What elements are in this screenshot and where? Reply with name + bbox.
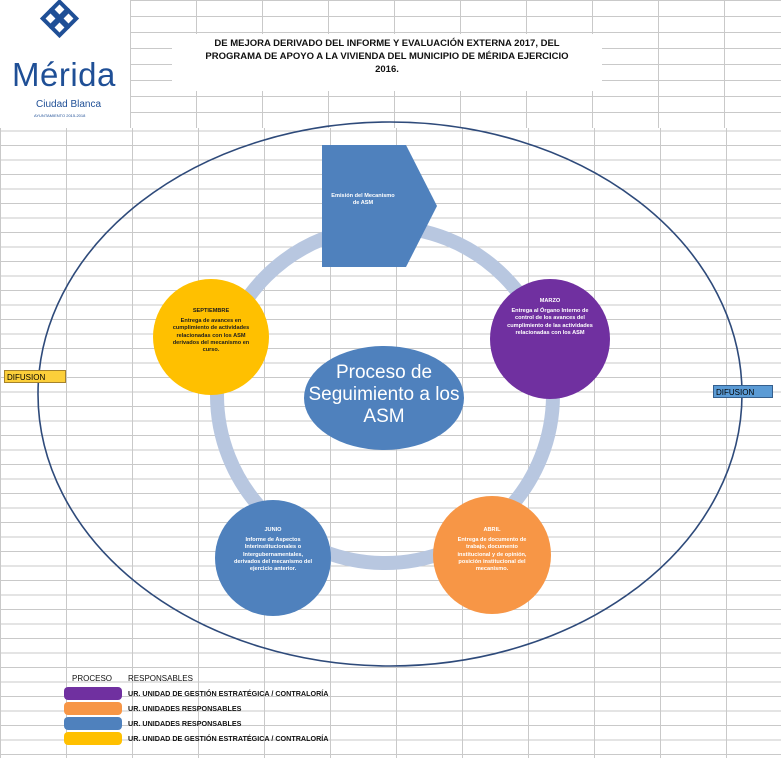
step-emision-label: Emisión del Mecanismo de ASM <box>331 193 395 207</box>
center-ellipse <box>304 346 464 450</box>
step-marzo-label: Entrega al Órgano Interno de control de … <box>507 308 593 336</box>
legend-row-text: UR. UNIDAD DE GESTIÓN ESTRATÉGICA / CONT… <box>128 689 329 698</box>
difusion-right-label: DIFUSION <box>713 385 773 398</box>
document-title: DE MEJORA DERIVADO DEL INFORME Y EVALUAC… <box>172 34 602 91</box>
logo-small-text: AYUNTAMIENTO 2015-2018 <box>34 113 86 118</box>
legend-swatch-blue <box>64 717 122 730</box>
legend-swatch-yellow <box>64 732 122 745</box>
legend-header-responsables: RESPONSABLES <box>128 674 193 683</box>
difusion-left-label: DIFUSION <box>4 370 66 383</box>
step-abril-circle <box>433 496 551 614</box>
step-junio-circle <box>215 500 331 616</box>
legend-swatch-orange <box>64 702 122 715</box>
center-title: Proceso de Seguimiento a los ASM <box>308 362 460 427</box>
legend-row-text: UR. UNIDADES RESPONSABLES <box>128 719 242 728</box>
legend-header-proceso: PROCESO <box>72 674 113 683</box>
step-abril-heading: ABRIL <box>483 527 501 533</box>
step-septiembre-label: Entrega de avances en cumplimiento de ac… <box>172 318 250 354</box>
merida-logo: Mérida Ciudad Blanca AYUNTAMIENTO 2015-2… <box>0 0 128 126</box>
title-line-1: DE MEJORA DERIVADO DEL INFORME Y EVALUAC… <box>214 38 560 49</box>
step-marzo-circle <box>490 279 610 399</box>
legend-swatch-purple <box>64 687 122 700</box>
logo-tagline: Ciudad Blanca <box>36 99 102 110</box>
step-septiembre-heading: SEPTIEMBRE <box>192 308 230 314</box>
step-emision-text: Emisión del Mecanismo de ASM <box>328 193 398 207</box>
legend-row-text: UR. UNIDADES RESPONSABLES <box>128 704 242 713</box>
legend-row-text: UR. UNIDAD DE GESTIÓN ESTRATÉGICA / CONT… <box>128 734 329 743</box>
step-emision-shape <box>322 145 437 267</box>
step-abril-text: ABRIL Entrega de documento de trabajo, d… <box>451 527 533 573</box>
logo-emblem-icon <box>39 0 80 39</box>
title-line-3: 2016. <box>375 64 399 75</box>
step-septiembre-text: SEPTIEMBRE Entrega de avances en cumplim… <box>168 308 254 354</box>
title-line-2: PROGRAMA DE APOYO A LA VIVIENDA DEL MUNI… <box>205 51 569 62</box>
step-marzo-text: MARZO Entrega al Órgano Interno de contr… <box>506 298 594 337</box>
step-junio-text: JUNIO Informe de Aspectos Interinstituci… <box>231 527 315 573</box>
step-abril-label: Entrega de documento de trabajo, documen… <box>457 537 527 573</box>
logo-wordmark: Mérida <box>12 56 116 93</box>
step-junio-label: Informe de Aspectos Interinstitucionales… <box>233 537 313 573</box>
step-septiembre-circle <box>153 279 269 395</box>
step-marzo-heading: MARZO <box>539 298 561 304</box>
step-junio-heading: JUNIO <box>264 527 282 533</box>
